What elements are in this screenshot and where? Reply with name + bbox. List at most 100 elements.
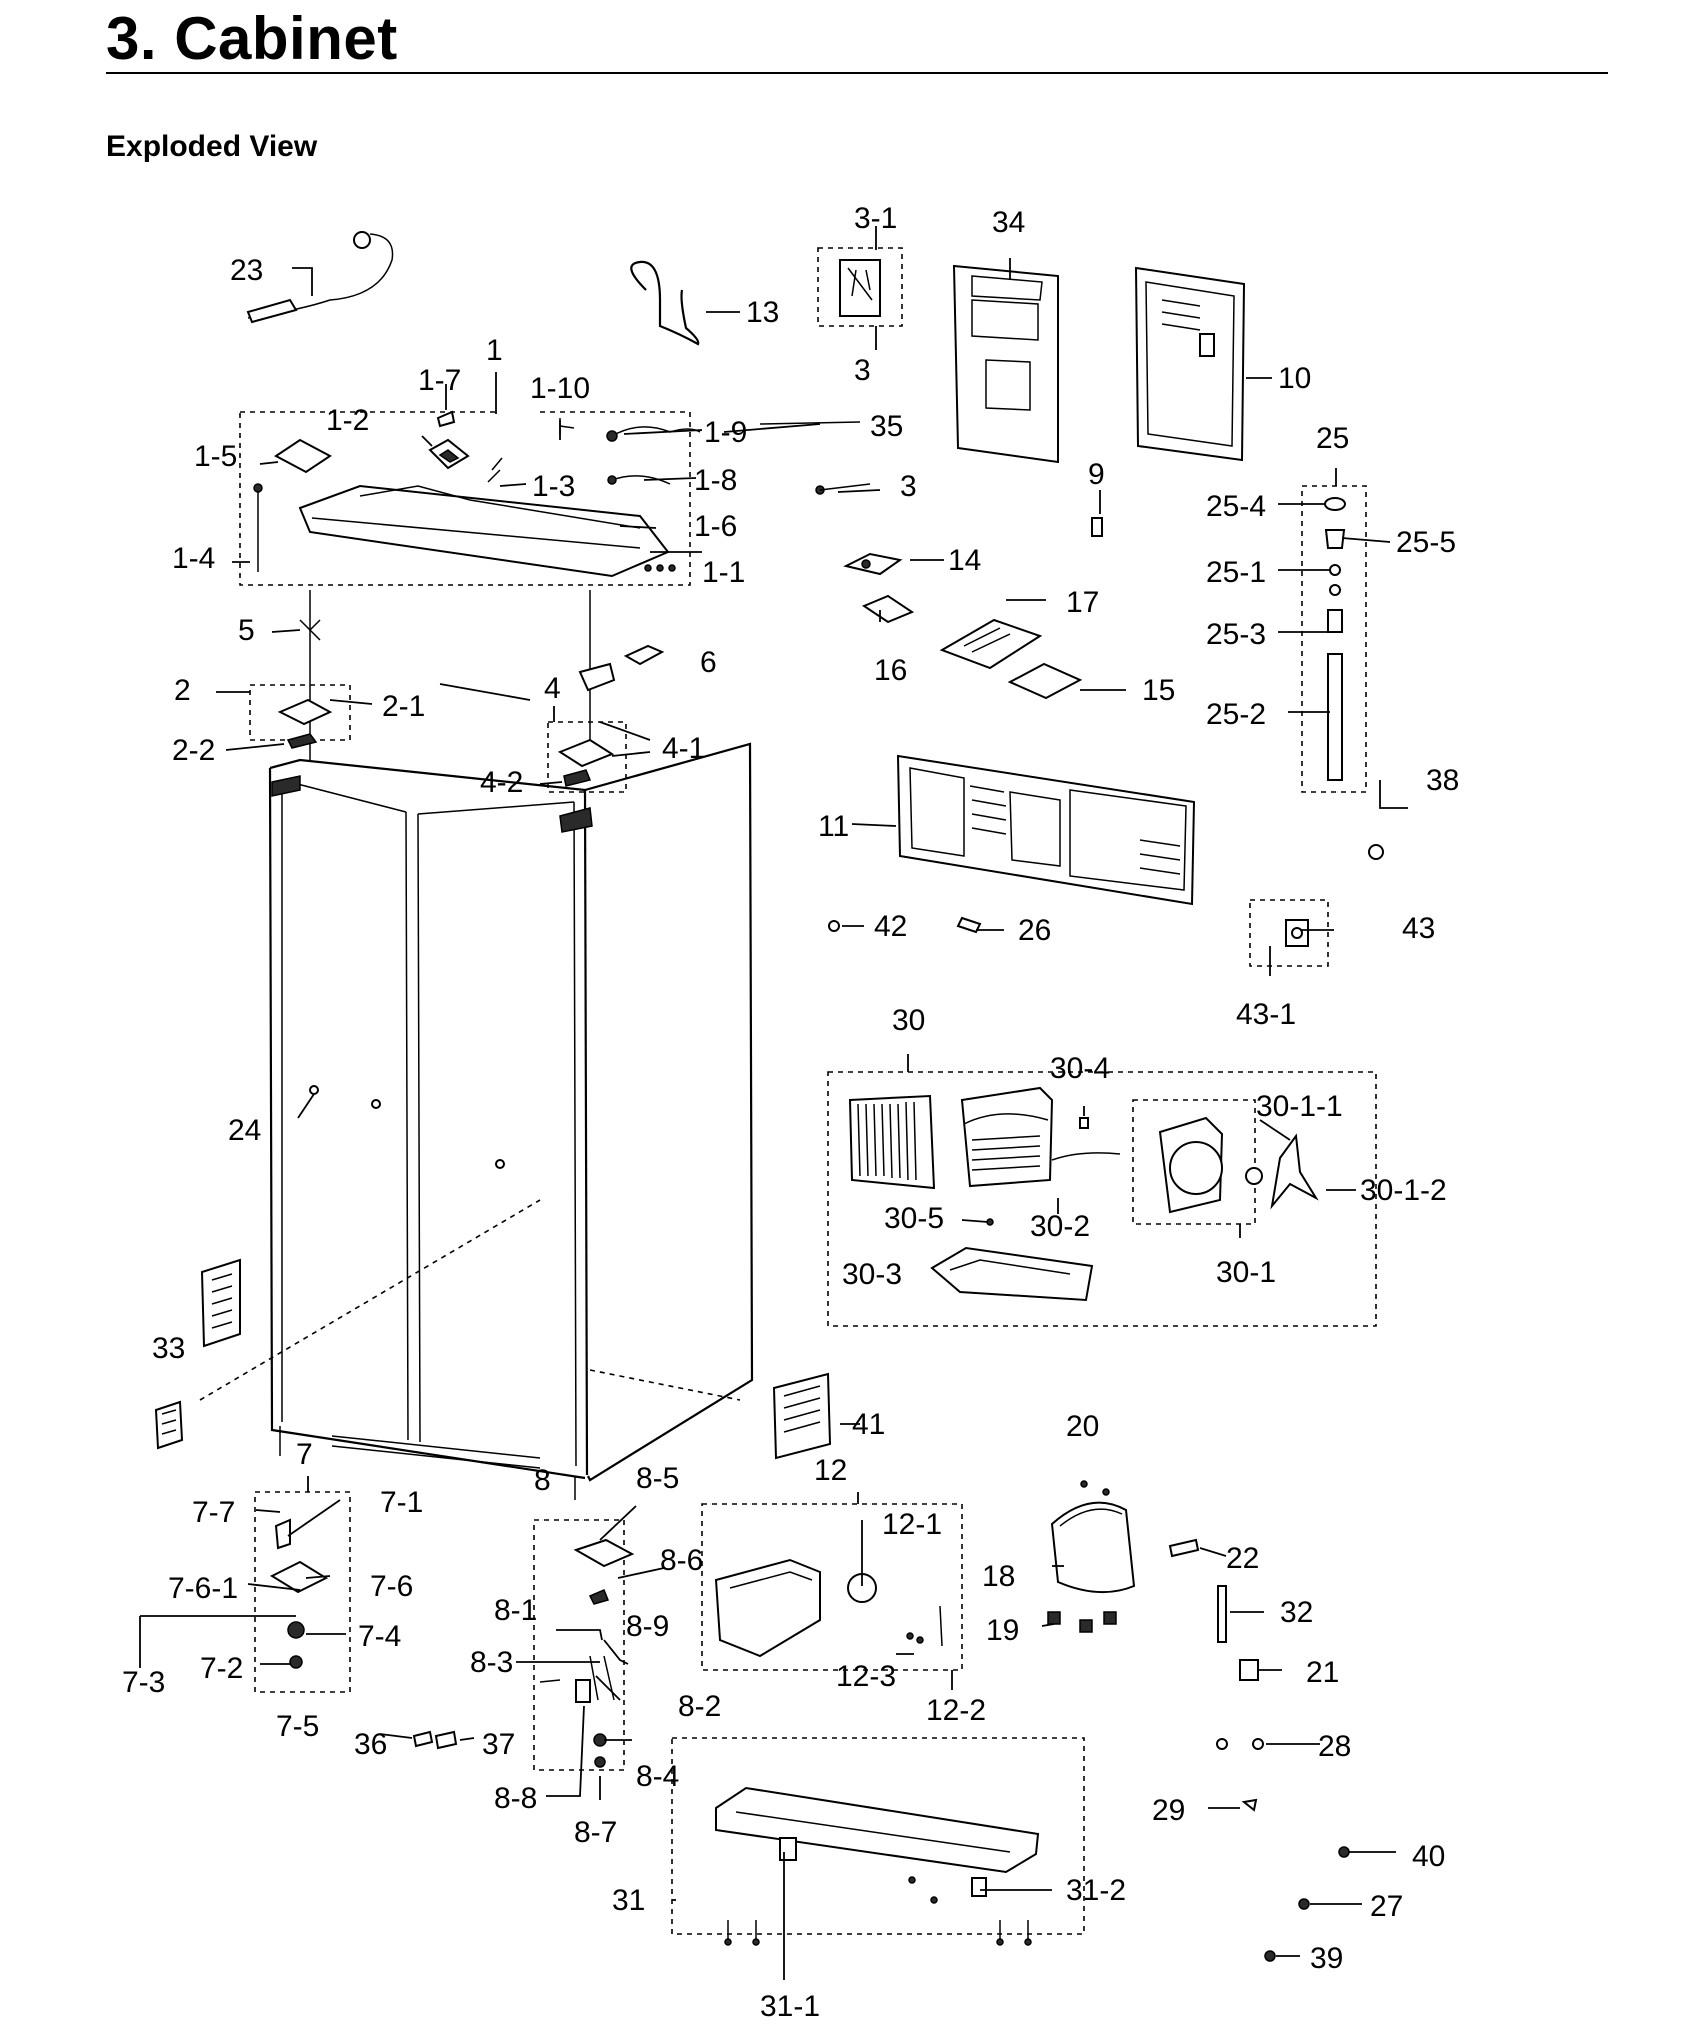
callout-16: 16 [874,654,907,687]
callout-25-3: 25-3 [1206,618,1266,651]
callout-7: 7 [296,1438,313,1471]
callout-1: 1 [486,334,503,367]
fasteners [1216,1738,1350,1962]
callout-9: 9 [1088,458,1105,491]
callout-7-7: 7-7 [192,1496,235,1529]
callout-25-2: 25-2 [1206,698,1266,731]
callout-12-1: 12-1 [882,1508,942,1541]
callout-8-7: 8-7 [574,1816,617,1849]
callout-8-2: 8-2 [678,1690,721,1723]
control-box [714,1558,943,1658]
callout-8-9: 8-9 [626,1610,669,1643]
hinges-bottom [269,1518,635,1768]
callout-29: 29 [1152,1794,1185,1827]
callout-18: 18 [982,1560,1015,1593]
callout-10: 10 [1278,362,1311,395]
callout-7-6-1: 7-6-1 [168,1572,238,1605]
callout-1-2: 1-2 [326,404,369,437]
compressor [1047,1480,1259,1681]
callout-14: 14 [948,544,981,577]
callout-7-5: 7-5 [276,1710,319,1743]
misc-small-bits [828,916,1309,947]
callout-36: 36 [354,1728,387,1761]
callout-30-3: 30-3 [842,1258,902,1291]
callout-1-9: 1-9 [704,416,747,449]
callout-22: 22 [1226,1542,1259,1575]
callout-34: 34 [992,206,1025,239]
callout-7-1: 7-1 [380,1486,423,1519]
callout-27: 27 [1370,1890,1403,1923]
callout-25: 25 [1316,422,1349,455]
callout-33: 33 [152,1332,185,1365]
callout-1-6: 1-6 [694,510,737,543]
callout-38: 38 [1426,764,1459,797]
callout-30-1-2: 30-1-2 [1360,1174,1447,1207]
callout-8-5: 8-5 [636,1462,679,1495]
callout-1-3: 1-3 [532,470,575,503]
filter-assembly [1324,497,1384,860]
callout-4-2: 4-2 [480,766,523,799]
callout-2-2: 2-2 [172,734,215,767]
callout-26: 26 [1018,914,1051,947]
small-top-parts [246,231,881,495]
callout-12-2: 12-2 [926,1694,986,1727]
callout-1-10: 1-10 [530,372,590,405]
callout-7-4: 7-4 [358,1620,401,1653]
callout-30-1-1: 30-1-1 [1256,1090,1343,1123]
section-heading: Exploded View [106,130,318,163]
callout-30-2: 30-2 [1030,1210,1090,1243]
callout-7-2: 7-2 [200,1652,243,1685]
callout-25-1: 25-1 [1206,556,1266,589]
callout-12-3: 12-3 [836,1660,896,1693]
base-plate [715,1786,1040,1946]
callout-8-1: 8-1 [494,1594,537,1627]
hinges-top [277,698,615,787]
callout-labels: 1 1-1 1-2 1-3 1-4 1-5 1-6 1-7 1-8 1-9 1-… [122,202,1459,2023]
callout-39: 39 [1310,1942,1343,1975]
callout-2-1: 2-1 [382,690,425,723]
callout-4: 4 [544,672,561,705]
cabinet-body [199,742,754,1500]
dispenser-housing [952,264,1246,537]
callout-8: 8 [534,1464,551,1497]
callout-1-5: 1-5 [194,440,237,473]
callout-35: 35 [870,410,903,443]
callout-25-5: 25-5 [1396,526,1456,559]
callout-41: 41 [852,1408,885,1441]
control-boards [843,552,1083,700]
callout-43: 43 [1402,912,1435,945]
callout-3-wire: 3 [900,470,917,503]
callout-6: 6 [700,646,717,679]
callout-42: 42 [874,910,907,943]
callout-25-4: 25-4 [1206,490,1266,523]
callout-3-1: 3-1 [854,202,897,235]
callout-40: 40 [1412,1840,1445,1873]
condenser-fan-assembly [848,1086,1319,1302]
callout-31-1: 31-1 [760,1990,820,2023]
callout-30-5: 30-5 [884,1202,944,1235]
callout-31-2: 31-2 [1066,1874,1126,1907]
callout-7-6: 7-6 [370,1570,413,1603]
callout-7-3: 7-3 [122,1666,165,1699]
callout-30-4: 30-4 [1050,1052,1110,1085]
callout-2: 2 [174,674,191,707]
callout-32: 32 [1280,1596,1313,1629]
callout-1-8: 1-8 [694,464,737,497]
evaporator-cover [896,754,1196,906]
callout-8-6: 8-6 [660,1544,703,1577]
callout-30-1: 30-1 [1216,1256,1276,1289]
callout-8-3: 8-3 [470,1646,513,1679]
callout-23: 23 [230,254,263,287]
callout-3-top: 3 [854,354,871,387]
callout-12: 12 [814,1454,847,1487]
callout-17: 17 [1066,586,1099,619]
callout-31: 31 [612,1884,645,1917]
callout-13: 13 [746,296,779,329]
callout-8-8: 8-8 [494,1782,537,1815]
callout-4-1: 4-1 [662,732,705,765]
page-title: 3. Cabinet [106,5,398,72]
callout-11: 11 [818,810,849,843]
callout-5: 5 [238,614,255,647]
leader-lines [139,226,1408,1980]
